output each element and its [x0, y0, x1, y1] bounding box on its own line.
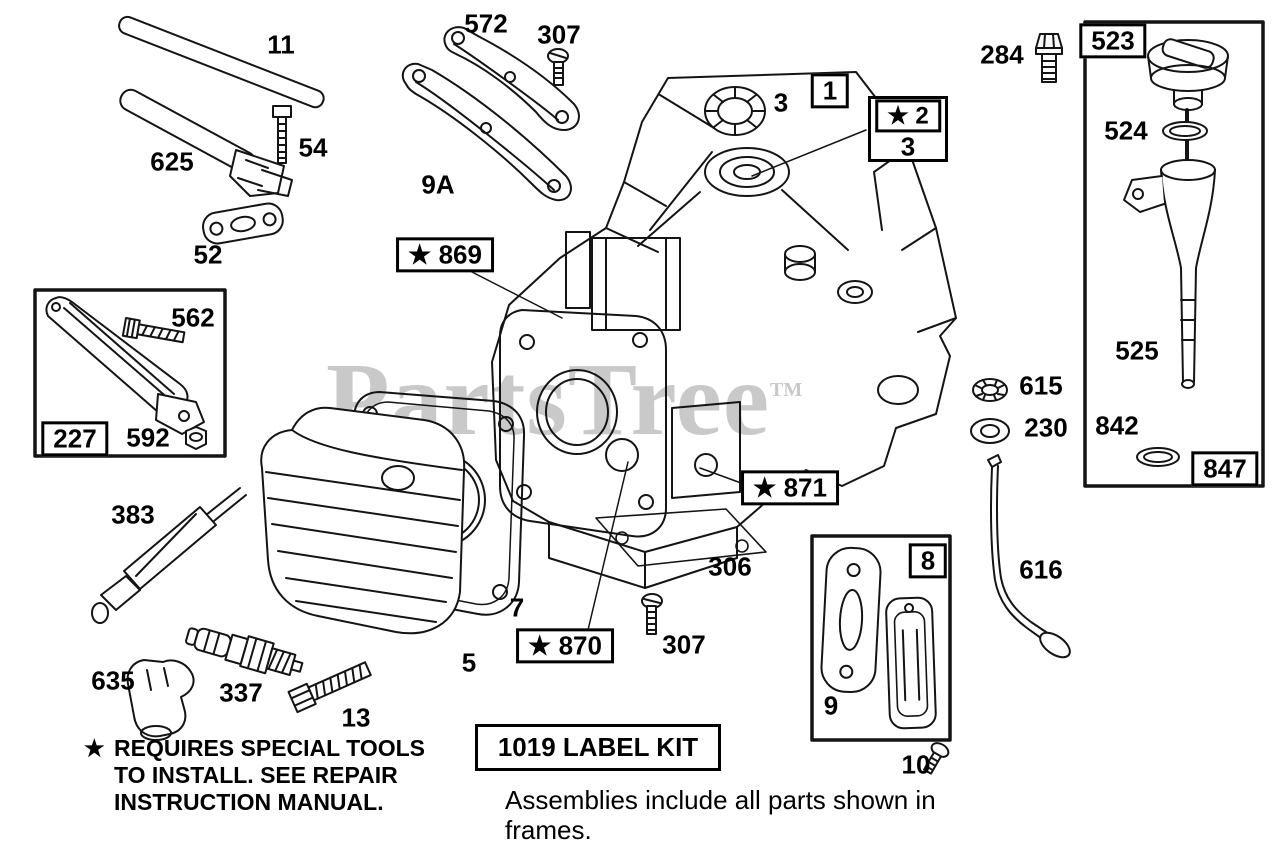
callout-52: 52: [193, 239, 223, 270]
callout-5: 5: [461, 647, 477, 678]
callout-307-bottom: 307: [662, 629, 706, 660]
callout-842: 842: [1095, 410, 1139, 441]
label-kit-text: 1019 LABEL KIT: [497, 732, 699, 762]
callout-625: 625: [150, 146, 194, 177]
callout-3-seal: 3: [773, 87, 789, 118]
exhaust-gasket-9-drawing: [820, 546, 882, 694]
callout-230: 230: [1024, 412, 1068, 443]
callout-54: 54: [298, 132, 328, 163]
plug-284-drawing: [1035, 33, 1063, 83]
bolt-13-drawing: [287, 661, 372, 714]
callout-3-bearing: 3: [900, 131, 916, 162]
oil-fill-tube-525-drawing: [1123, 159, 1216, 389]
mounting-flange-306-drawing: [595, 508, 767, 567]
o-ring-842-drawing: [1136, 447, 1180, 467]
assembly-frame-dipstick: [1083, 20, 1265, 488]
spark-plug-337-drawing: [185, 627, 304, 677]
gasket-52-drawing: [202, 202, 284, 245]
special-tools-note: ★ REQUIRES SPECIAL TOOLS TO INSTALL. SEE…: [84, 735, 425, 816]
assemblies-note: Assemblies include all parts shown in fr…: [505, 785, 936, 845]
special-note-line1: REQUIRES SPECIAL TOOLS: [114, 735, 425, 761]
callout-523-boxed: 523: [1079, 23, 1147, 59]
callout-2-boxed: ★ 2: [875, 99, 941, 133]
callout-frame-2-3: ★ 2 3: [868, 96, 948, 162]
callout-383: 383: [111, 499, 155, 530]
callout-871-boxed: ★ 871: [741, 470, 839, 506]
callout-869-boxed: ★ 869: [396, 237, 494, 273]
callout-9: 9: [823, 690, 839, 721]
callout-870-boxed: ★ 870: [516, 628, 614, 664]
assemblies-line1: Assemblies include all parts shown in: [505, 785, 936, 815]
bolt-562-drawing: [121, 317, 186, 344]
nut-592-drawing: [185, 426, 207, 450]
callout-635: 635: [91, 665, 135, 696]
callout-8-boxed: 8: [908, 543, 948, 579]
crankcase-drawing: [491, 71, 957, 589]
screw-10-drawing: [923, 742, 950, 775]
oil-fill-cap-523-drawing: [1147, 38, 1229, 164]
callout-524: 524: [1104, 115, 1148, 146]
gasket-9a-drawing: [401, 62, 572, 202]
spark-plug-boot-635-drawing: [126, 659, 195, 741]
callout-615: 615: [1019, 370, 1063, 401]
callout-847-boxed: 847: [1191, 451, 1259, 487]
tube-625-drawing: [119, 88, 293, 197]
callout-284: 284: [980, 39, 1024, 70]
assembly-frame-governor: [33, 288, 227, 458]
gasket-572-drawing: [443, 26, 580, 131]
callout-337: 337: [219, 677, 263, 708]
bolt-54-drawing: [272, 105, 292, 164]
dipstick-616-drawing: [987, 454, 1071, 659]
special-note-line3: INSTRUCTION MANUAL.: [114, 788, 384, 815]
label-kit-box: 1019 LABEL KIT: [475, 724, 721, 771]
callout-9a: 9A: [421, 169, 455, 200]
callout-562: 562: [171, 302, 215, 333]
callout-525: 525: [1115, 335, 1159, 366]
screw-307-top-drawing: [547, 48, 569, 86]
o-ring-524-drawing: [1162, 121, 1208, 141]
leader-lines: [469, 129, 867, 631]
callout-306: 306: [708, 551, 752, 582]
tube-11-drawing: [118, 15, 325, 109]
watermark-tm: TM: [770, 379, 803, 401]
special-note-line2: TO INSTALL. SEE REPAIR: [114, 761, 398, 788]
screw-307-bottom-drawing: [641, 593, 663, 635]
callout-616: 616: [1019, 554, 1063, 585]
lock-washer-615-drawing: [972, 378, 1008, 402]
oil-seal-3-drawing: [704, 86, 766, 136]
muffler-deflector-10-drawing: [885, 596, 937, 730]
callout-13: 13: [341, 702, 371, 733]
callout-1-boxed: 1: [810, 73, 850, 109]
callout-592: 592: [126, 422, 170, 453]
callout-7: 7: [509, 592, 525, 623]
callout-227-boxed: 227: [41, 421, 109, 457]
tube-383-drawing: [91, 487, 247, 624]
cylinder-head-5-drawing: [260, 406, 466, 635]
callout-572: 572: [464, 8, 508, 39]
assemblies-line2: frames.: [505, 814, 592, 845]
washer-230-drawing: [970, 418, 1010, 444]
star-symbol: ★: [84, 735, 105, 761]
callout-10: 10: [901, 749, 931, 780]
callout-11: 11: [267, 29, 295, 60]
assembly-frame-muffler: [810, 534, 952, 742]
callout-307-top: 307: [537, 19, 581, 50]
